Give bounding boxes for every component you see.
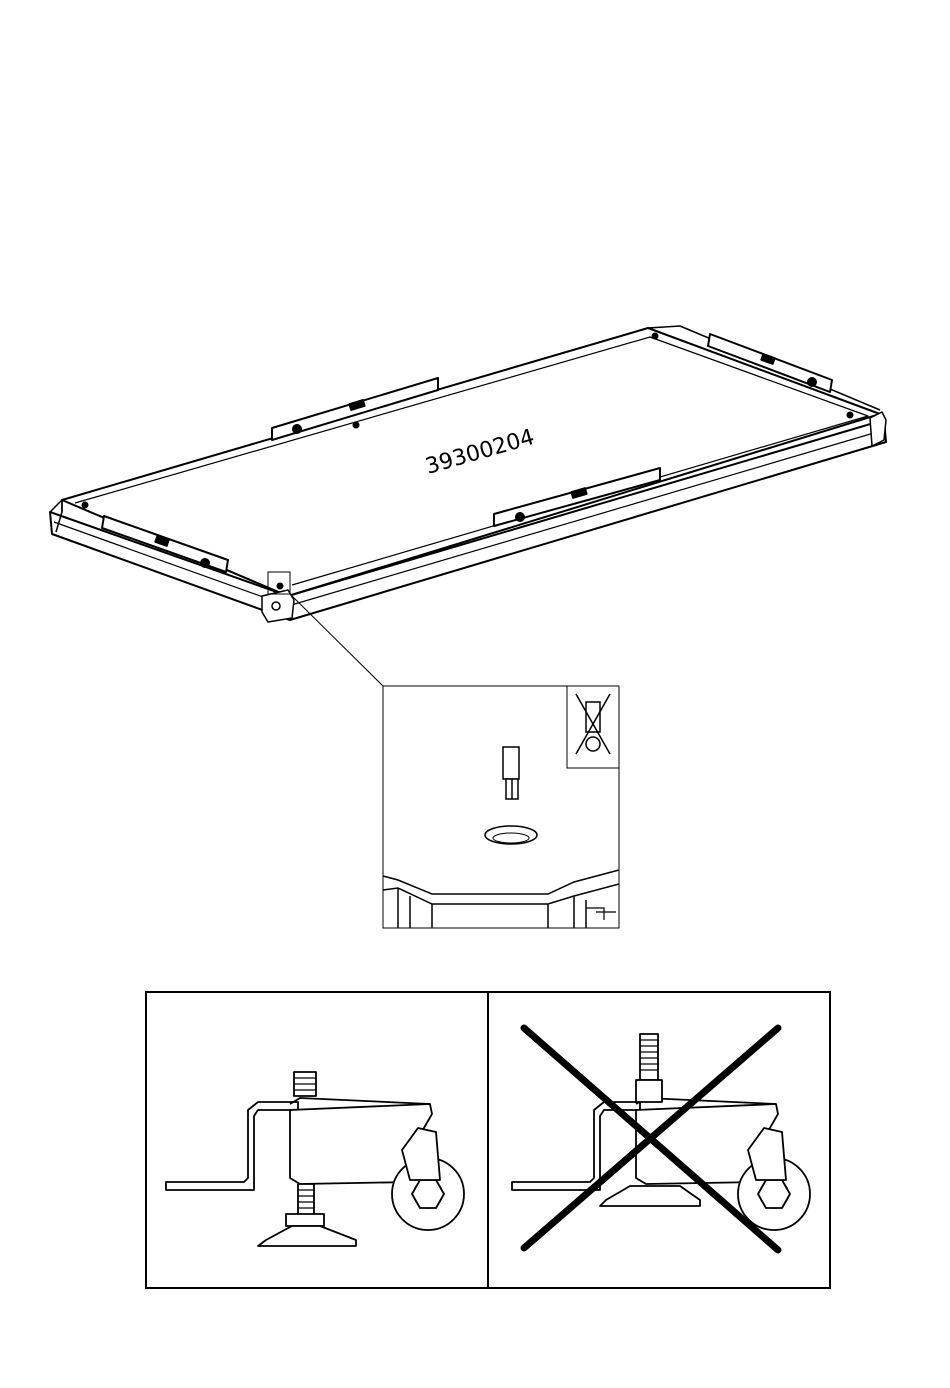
caster-correct	[166, 1072, 464, 1246]
dowel-pin	[503, 747, 519, 799]
no-lift-hook-icon	[567, 686, 619, 768]
callout-leader	[290, 594, 383, 686]
table-top-panel	[50, 326, 886, 622]
detail-view	[383, 686, 619, 928]
